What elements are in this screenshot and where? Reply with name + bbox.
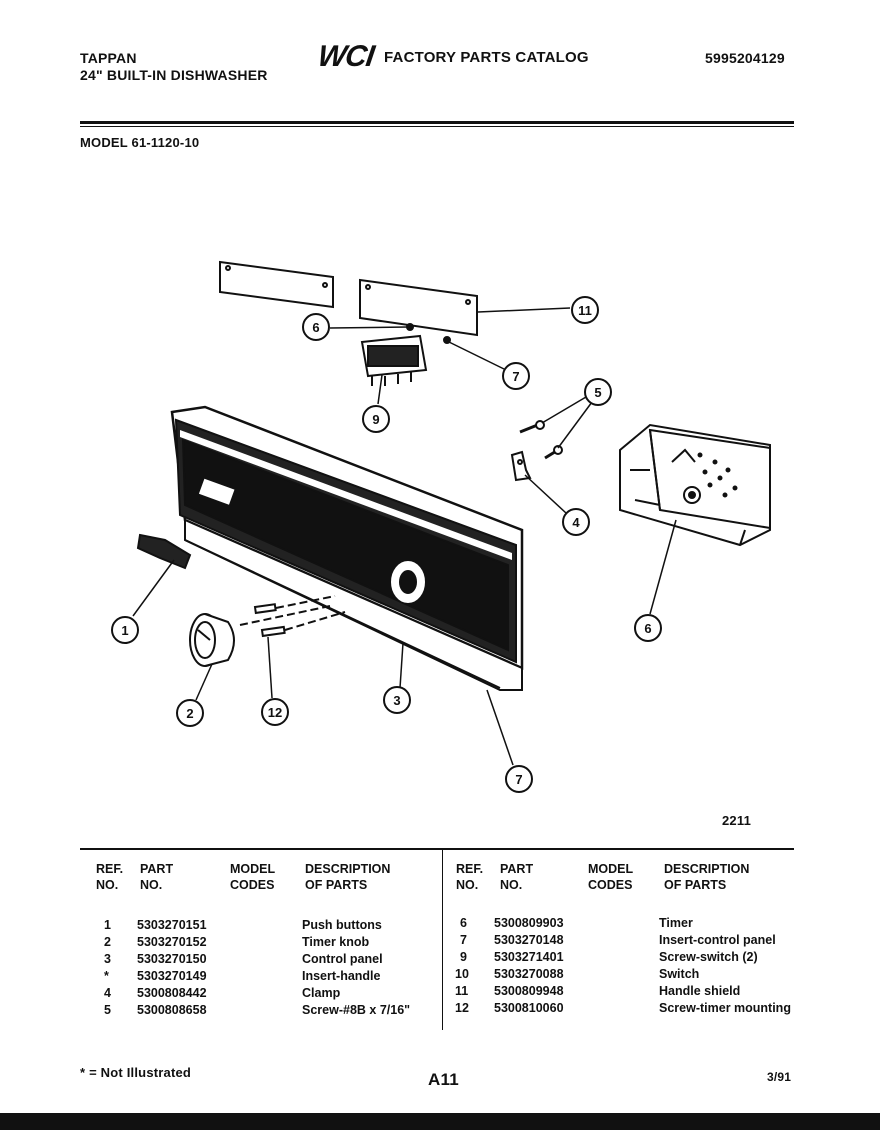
- handle-shield-left: [219, 260, 334, 309]
- callout-9a: [302, 313, 330, 341]
- callout-label: 5: [594, 385, 601, 400]
- callout-label: 3: [393, 693, 400, 708]
- callout-3: [383, 686, 411, 714]
- header-rule-thick: [80, 121, 794, 124]
- callout-7: [505, 765, 533, 793]
- callout-label: 6: [644, 621, 651, 636]
- callout-label: 6: [312, 320, 319, 335]
- callout-label: 11: [578, 303, 592, 318]
- handle-shield-right: [359, 278, 478, 337]
- callout-2: [176, 699, 204, 727]
- exploded-parts-diagram: 6 7 11 9 5 4 6 1 2 12 3 7: [111, 260, 771, 793]
- callout-11: [571, 296, 599, 324]
- push-buttons-part: [136, 533, 192, 570]
- callout-6: [634, 614, 662, 642]
- catalog-title: FACTORY PARTS CATALOG: [384, 49, 589, 66]
- screws-part: [239, 595, 346, 638]
- callout-10: [362, 405, 390, 433]
- figure-number: 2211: [722, 813, 752, 828]
- callout-1: [111, 616, 139, 644]
- callout-5: [584, 378, 612, 406]
- switch-part: [360, 334, 428, 386]
- callout-label: 1: [121, 623, 128, 638]
- timer-knob-part: [189, 613, 235, 667]
- control-panel-part: [170, 405, 524, 691]
- callout-9b: [502, 362, 530, 390]
- callout-label: 2: [186, 706, 193, 721]
- clamp-part: [510, 450, 532, 482]
- callout-label: 4: [572, 515, 580, 530]
- catalog-date: 3/91: [767, 1070, 792, 1084]
- callout-12: [261, 698, 289, 726]
- callout-label: 9: [372, 412, 379, 427]
- page-bottom-border: [0, 1113, 880, 1130]
- page-number: A11: [428, 1070, 459, 1089]
- table-top-rule: [80, 848, 794, 850]
- model-number: MODEL 61-1120-10: [80, 135, 200, 150]
- not-illustrated-note: * = Not Illustrated: [80, 1065, 192, 1080]
- product-name: 24" BUILT-IN DISHWASHER: [80, 67, 268, 83]
- timer-part: [619, 423, 771, 547]
- timer-screws-part: [519, 420, 563, 460]
- table-divider: [442, 850, 443, 1030]
- callout-label: 7: [515, 772, 522, 787]
- col-head-ref-right: REF.NO.: [456, 862, 484, 892]
- brand-name: TAPPAN: [80, 50, 137, 66]
- col-head-ref-left: REF.NO.: [96, 862, 124, 892]
- callout-label: 12: [268, 705, 282, 720]
- catalog-number: 5995204129: [705, 50, 785, 66]
- callout-label: 7: [512, 369, 519, 384]
- header-rule-thin: [80, 126, 794, 127]
- callout-4: [562, 508, 590, 536]
